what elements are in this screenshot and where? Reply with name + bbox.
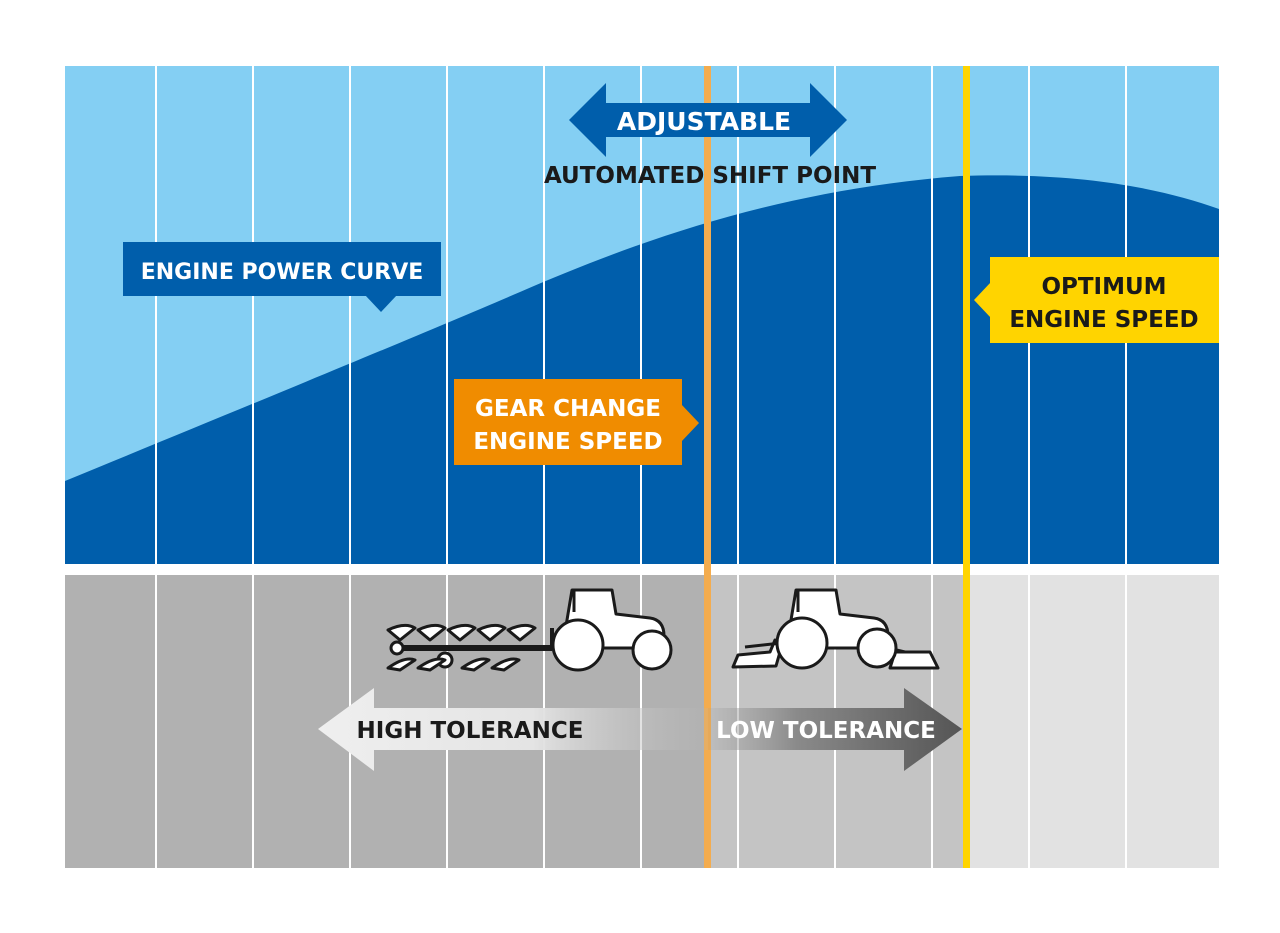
low-tolerance-label: LOW TOLERANCE <box>716 718 936 744</box>
automated-shift-point-label: AUTOMATED SHIFT POINT <box>544 163 876 189</box>
high-tolerance-arrow-icon <box>318 688 708 771</box>
gear-change-speed-line <box>704 66 711 868</box>
high-tolerance-label: HIGH TOLERANCE <box>357 718 584 744</box>
optimum-label-line1: OPTIMUM <box>1041 274 1166 300</box>
optimum-engine-speed-callout: OPTIMUM ENGINE SPEED <box>974 257 1219 343</box>
tractor-with-mower-icon <box>731 588 940 670</box>
optimum-label-line2: ENGINE SPEED <box>1009 307 1198 333</box>
engine-power-curve-callout: ENGINE POWER CURVE <box>123 242 441 312</box>
low-tolerance-arrow-icon <box>708 688 962 771</box>
gear-change-label-line1: GEAR CHANGE <box>475 396 661 422</box>
adjustable-double-arrow-icon <box>569 83 847 157</box>
tractor-with-plough-icon <box>386 588 673 672</box>
optimum-engine-speed-line <box>963 66 970 868</box>
engine-power-curve-label: ENGINE POWER CURVE <box>141 260 424 285</box>
gear-change-engine-speed-callout: GEAR CHANGE ENGINE SPEED <box>454 379 699 465</box>
lower-panel-optimum-zone <box>966 575 1219 868</box>
adjustable-label: ADJUSTABLE <box>617 107 791 136</box>
gear-change-label-line2: ENGINE SPEED <box>473 429 662 455</box>
